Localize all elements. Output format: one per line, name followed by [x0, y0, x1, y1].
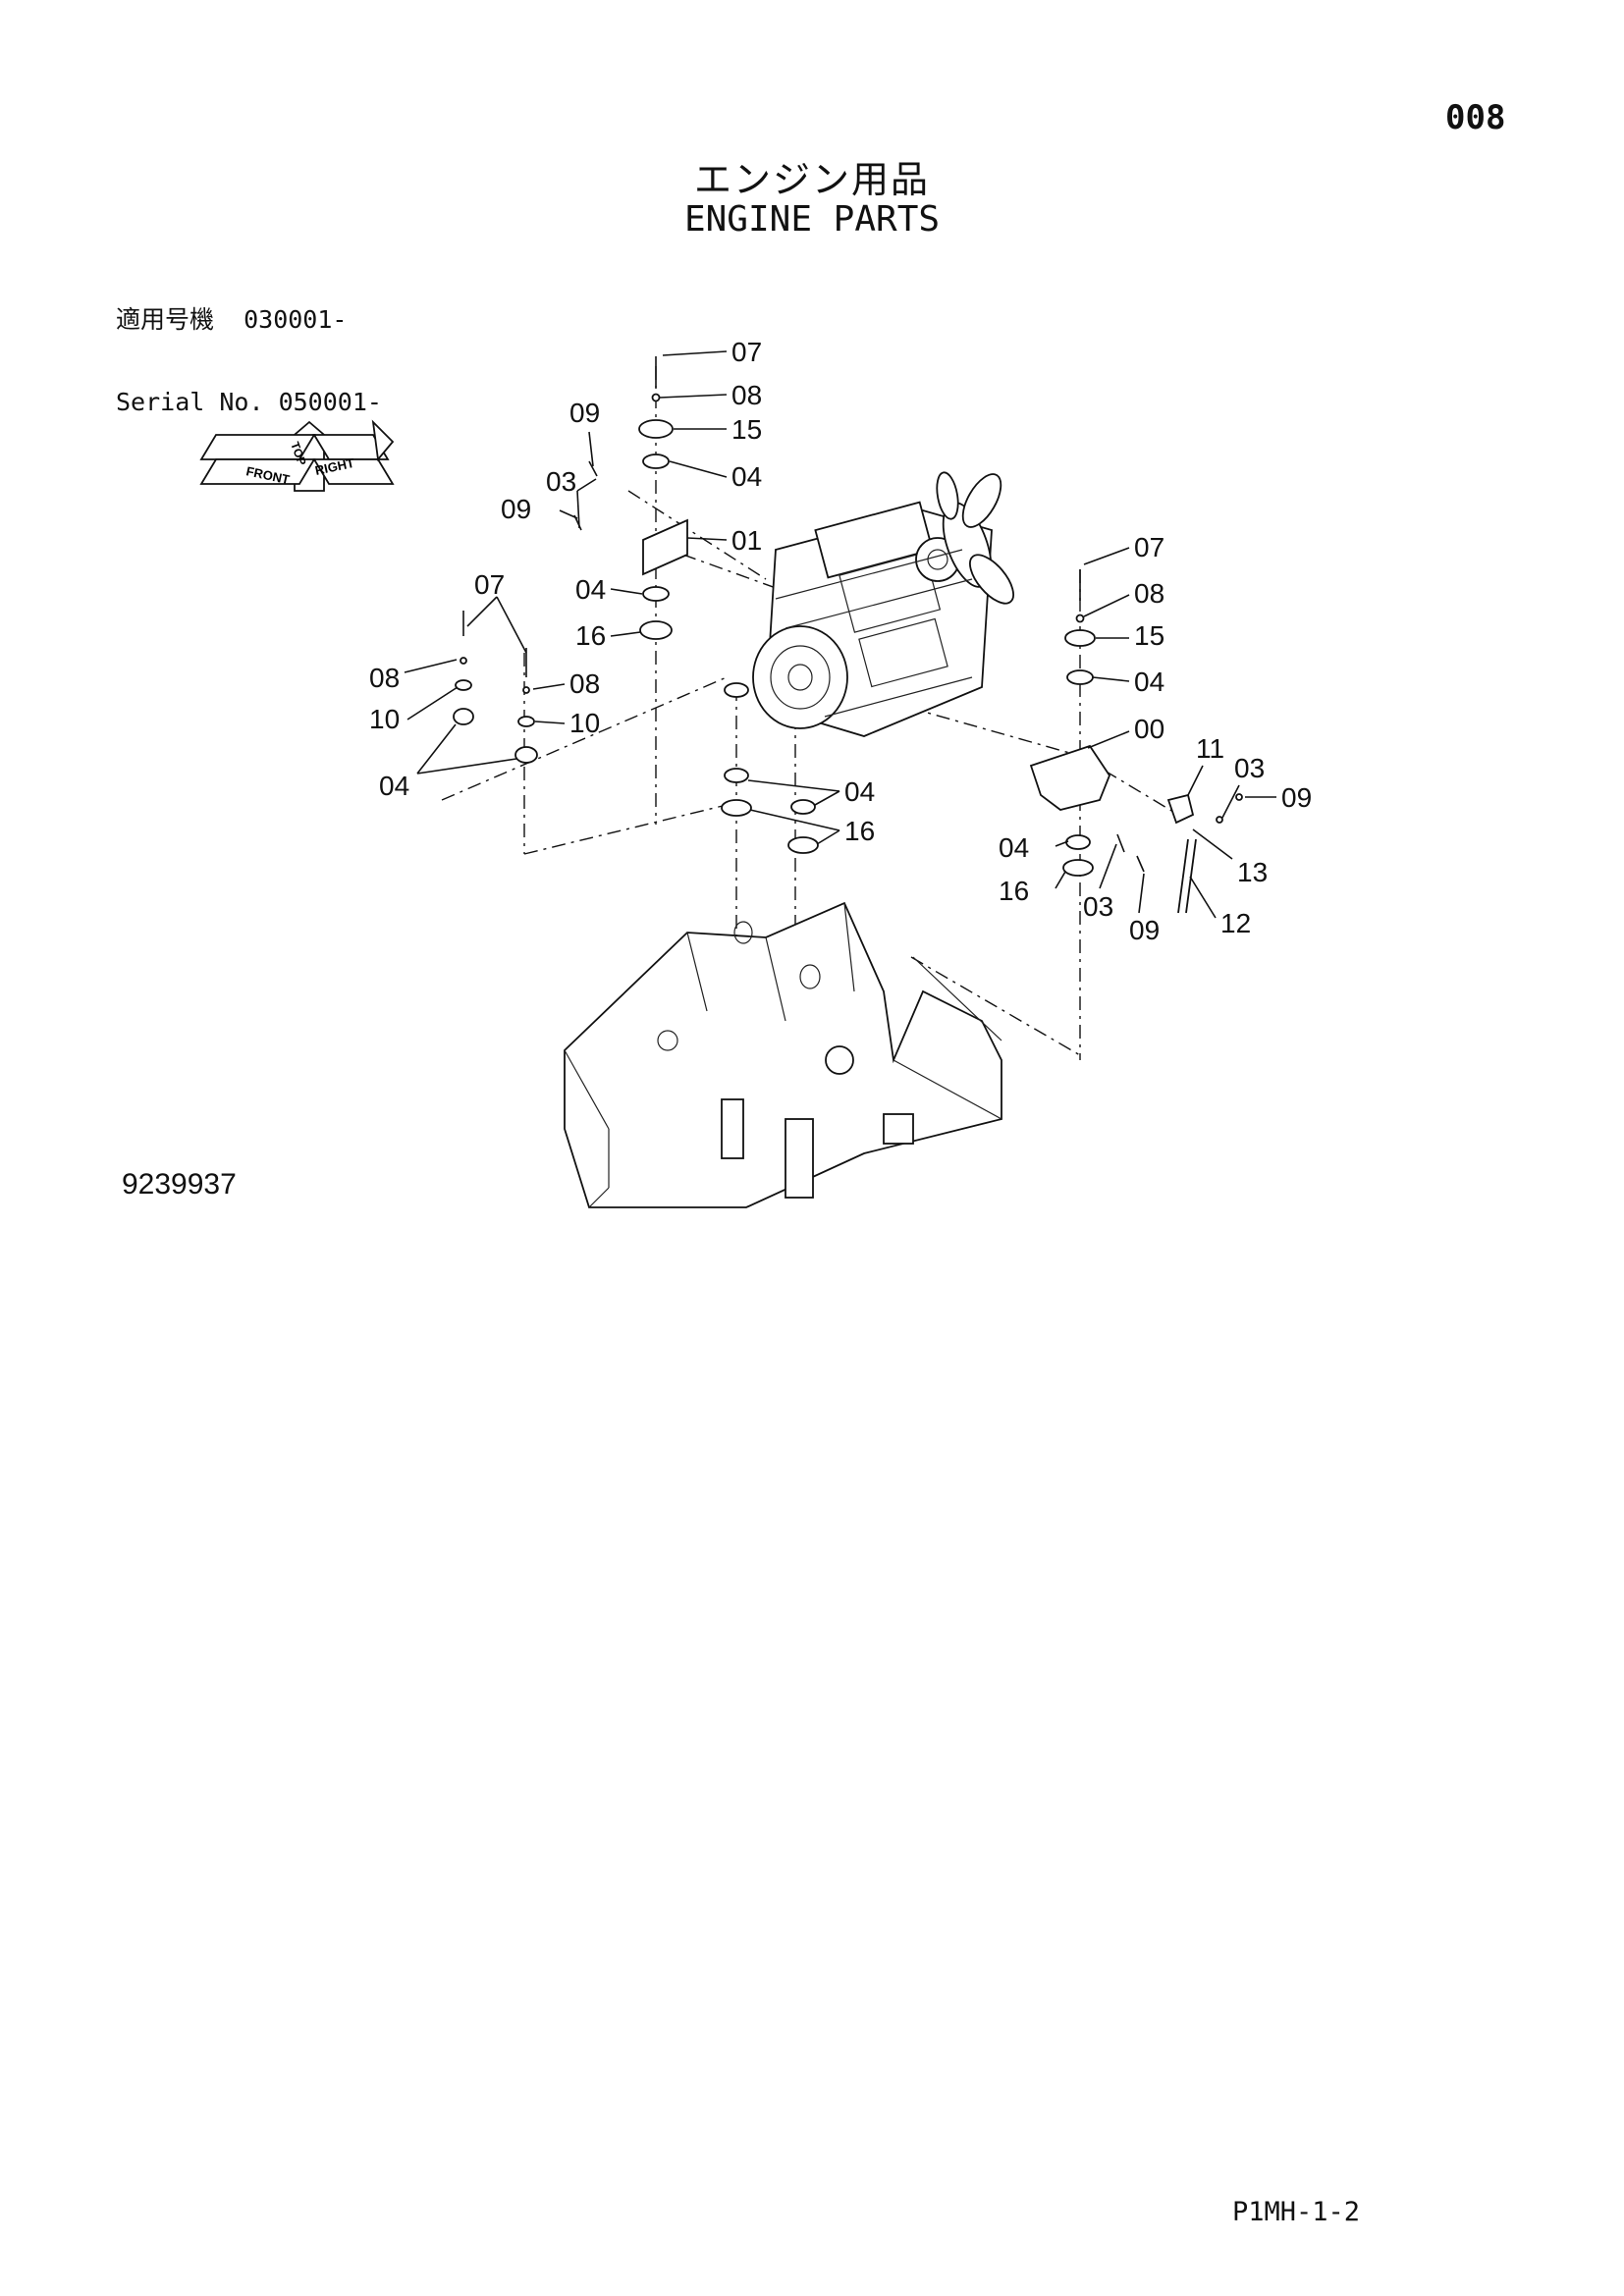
fan-icon [936, 471, 1014, 605]
callout-04-e: 04 [1134, 667, 1164, 697]
callout-04-d: 04 [844, 776, 875, 807]
engine-assembly [752, 471, 1014, 737]
callout-08-d: 08 [1134, 578, 1164, 609]
callout-07-a: 07 [731, 337, 762, 367]
callout-08-a: 08 [731, 380, 762, 410]
callout-11: 11 [1196, 733, 1224, 764]
callout-03-c: 03 [1083, 891, 1113, 922]
orientation-icon: FRONT RIGHT TOP [199, 419, 395, 492]
callout-00: 00 [1134, 714, 1164, 744]
callout-10-a: 10 [369, 704, 400, 734]
callout-09-a: 09 [569, 398, 600, 428]
mount-parts [453, 356, 1243, 914]
machine-frame [564, 901, 1002, 1208]
page-title-english: ENGINE PARTS [683, 199, 941, 240]
callout-09-c: 09 [1281, 782, 1312, 813]
callout-12: 12 [1220, 908, 1251, 938]
drawing-number: 9239937 [122, 1168, 237, 1201]
page-number: 008 [1445, 98, 1506, 137]
callout-08-b: 08 [369, 663, 400, 693]
callout-09-b: 09 [501, 494, 531, 524]
callout-09-d: 09 [1129, 915, 1160, 945]
callout-04-f: 04 [999, 832, 1029, 863]
callout-13: 13 [1237, 857, 1268, 887]
callout-04-b: 04 [575, 574, 606, 605]
callout-15-b: 15 [1134, 620, 1164, 651]
callout-10-b: 10 [569, 708, 600, 738]
callout-labels: 07 08 15 04 09 03 09 01 07 04 16 08 08 1… [369, 337, 1312, 945]
callout-07-c: 07 [1134, 532, 1164, 562]
callout-04-c: 04 [379, 771, 409, 801]
callout-07-b: 07 [474, 569, 505, 600]
callout-15-a: 15 [731, 414, 762, 445]
page-title-japanese: エンジン用品 [693, 158, 930, 201]
callout-03-a: 03 [546, 466, 576, 497]
callout-16-a: 16 [575, 620, 606, 651]
serial-line-jp: 適用号機 030001- [116, 305, 348, 334]
serial-line-en: Serial No. 050001- [116, 388, 382, 416]
serial-number-block: 適用号機 030001- Serial No. 050001- [116, 251, 382, 444]
callout-01: 01 [731, 525, 762, 556]
callout-04-a: 04 [731, 461, 762, 492]
callout-03-b: 03 [1234, 753, 1265, 783]
callout-08-c: 08 [569, 668, 600, 699]
leader-lines [404, 350, 1276, 919]
footer-code: P1MH-1-2 [1232, 2197, 1361, 2227]
callout-16-b: 16 [844, 816, 875, 846]
callout-16-c: 16 [999, 876, 1029, 906]
